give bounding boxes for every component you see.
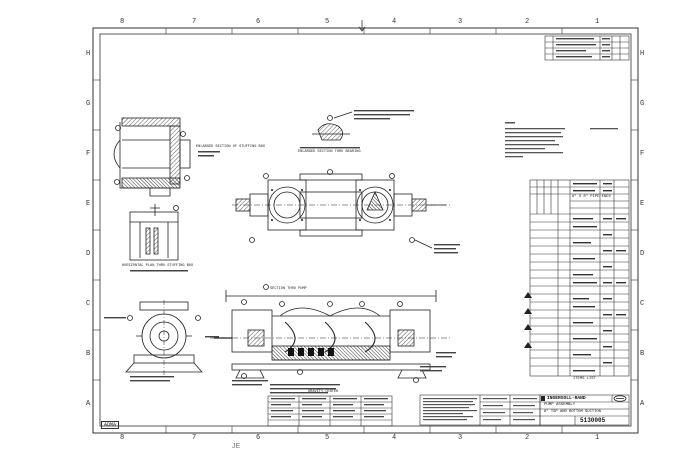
title-block [539, 394, 630, 426]
zone-left-H: H [86, 50, 91, 58]
zone-top-4: 4 [392, 18, 397, 26]
outer-border [92, 27, 639, 434]
zone-right-A: A [640, 400, 645, 408]
zone-right-E: E [640, 200, 645, 208]
zone-top-7: 7 [192, 18, 197, 26]
sheet-tag: ADMA [101, 421, 120, 429]
company-name: INGERSOLL-RAND [547, 396, 586, 401]
zone-top-6: 6 [256, 18, 261, 26]
zone-top-1: 1 [595, 18, 600, 26]
bill-of-materials-table [529, 179, 630, 377]
zone-left-C: C [86, 300, 91, 308]
zone-bottom-7: 7 [192, 434, 197, 442]
zone-right-G: G [640, 100, 645, 108]
horizontal-plan-detail [129, 204, 179, 261]
stuffing-box-section [113, 117, 191, 197]
zone-top-8: 8 [120, 18, 125, 26]
zone-top-2: 2 [525, 18, 530, 26]
zone-bottom-4: 4 [392, 434, 397, 442]
pump-plan-view [232, 169, 450, 249]
zone-bottom-8: 8 [120, 434, 125, 442]
zone-top-3: 3 [458, 18, 463, 26]
zone-right-F: F [640, 150, 645, 158]
footer-mark: JE [232, 443, 241, 450]
zone-right-H: H [640, 50, 645, 58]
center-mark-icon [358, 20, 366, 32]
zone-top-5: 5 [325, 18, 330, 26]
zone-right-B: B [640, 350, 645, 358]
general-notes [505, 122, 618, 158]
gravity-caption: GRAVITY CENTER [308, 390, 339, 394]
spring-detail-caption: HORIZONTAL PLAN THRU STUFFING BOX [122, 264, 194, 268]
drawing-title-1: PUMP ASSEMBLY [544, 403, 576, 407]
revision-block [544, 35, 630, 61]
company-logo-icon [613, 395, 627, 402]
zone-left-E: E [86, 200, 91, 208]
pump-end-view [125, 300, 203, 376]
material-label: 8" X 8" PIPE ENDS [572, 195, 611, 199]
stuffing-box-caption: ENLARGED SECTION OF STUFFING BOX [196, 145, 266, 149]
zone-left-A: A [86, 400, 91, 408]
weight-table [267, 395, 393, 427]
zone-bottom-3: 3 [458, 434, 463, 442]
zone-right-C: C [640, 300, 645, 308]
bearing-detail [312, 111, 353, 141]
approval-block [419, 394, 541, 426]
zone-left-B: B [86, 350, 91, 358]
zone-left-D: D [86, 250, 91, 258]
bearing-caption: ENLARGED SECTION THRU BEARING [298, 150, 361, 154]
drawing-title-2: 8" TSP AND BOTTOM SUCTION [544, 410, 601, 414]
section-view-caption: SECTION THRU PUMP [270, 287, 307, 291]
zone-bottom-2: 2 [525, 434, 530, 442]
zone-bottom-1: 1 [595, 434, 600, 442]
list-label: ITEMS LIST [573, 377, 596, 381]
zone-bottom-5: 5 [325, 434, 330, 442]
zone-bottom-6: 6 [256, 434, 261, 442]
zone-left-G: G [86, 100, 91, 108]
drawing-number: 5130005 [580, 417, 606, 424]
zone-left-F: F [86, 150, 91, 158]
zone-right-D: D [640, 250, 645, 258]
